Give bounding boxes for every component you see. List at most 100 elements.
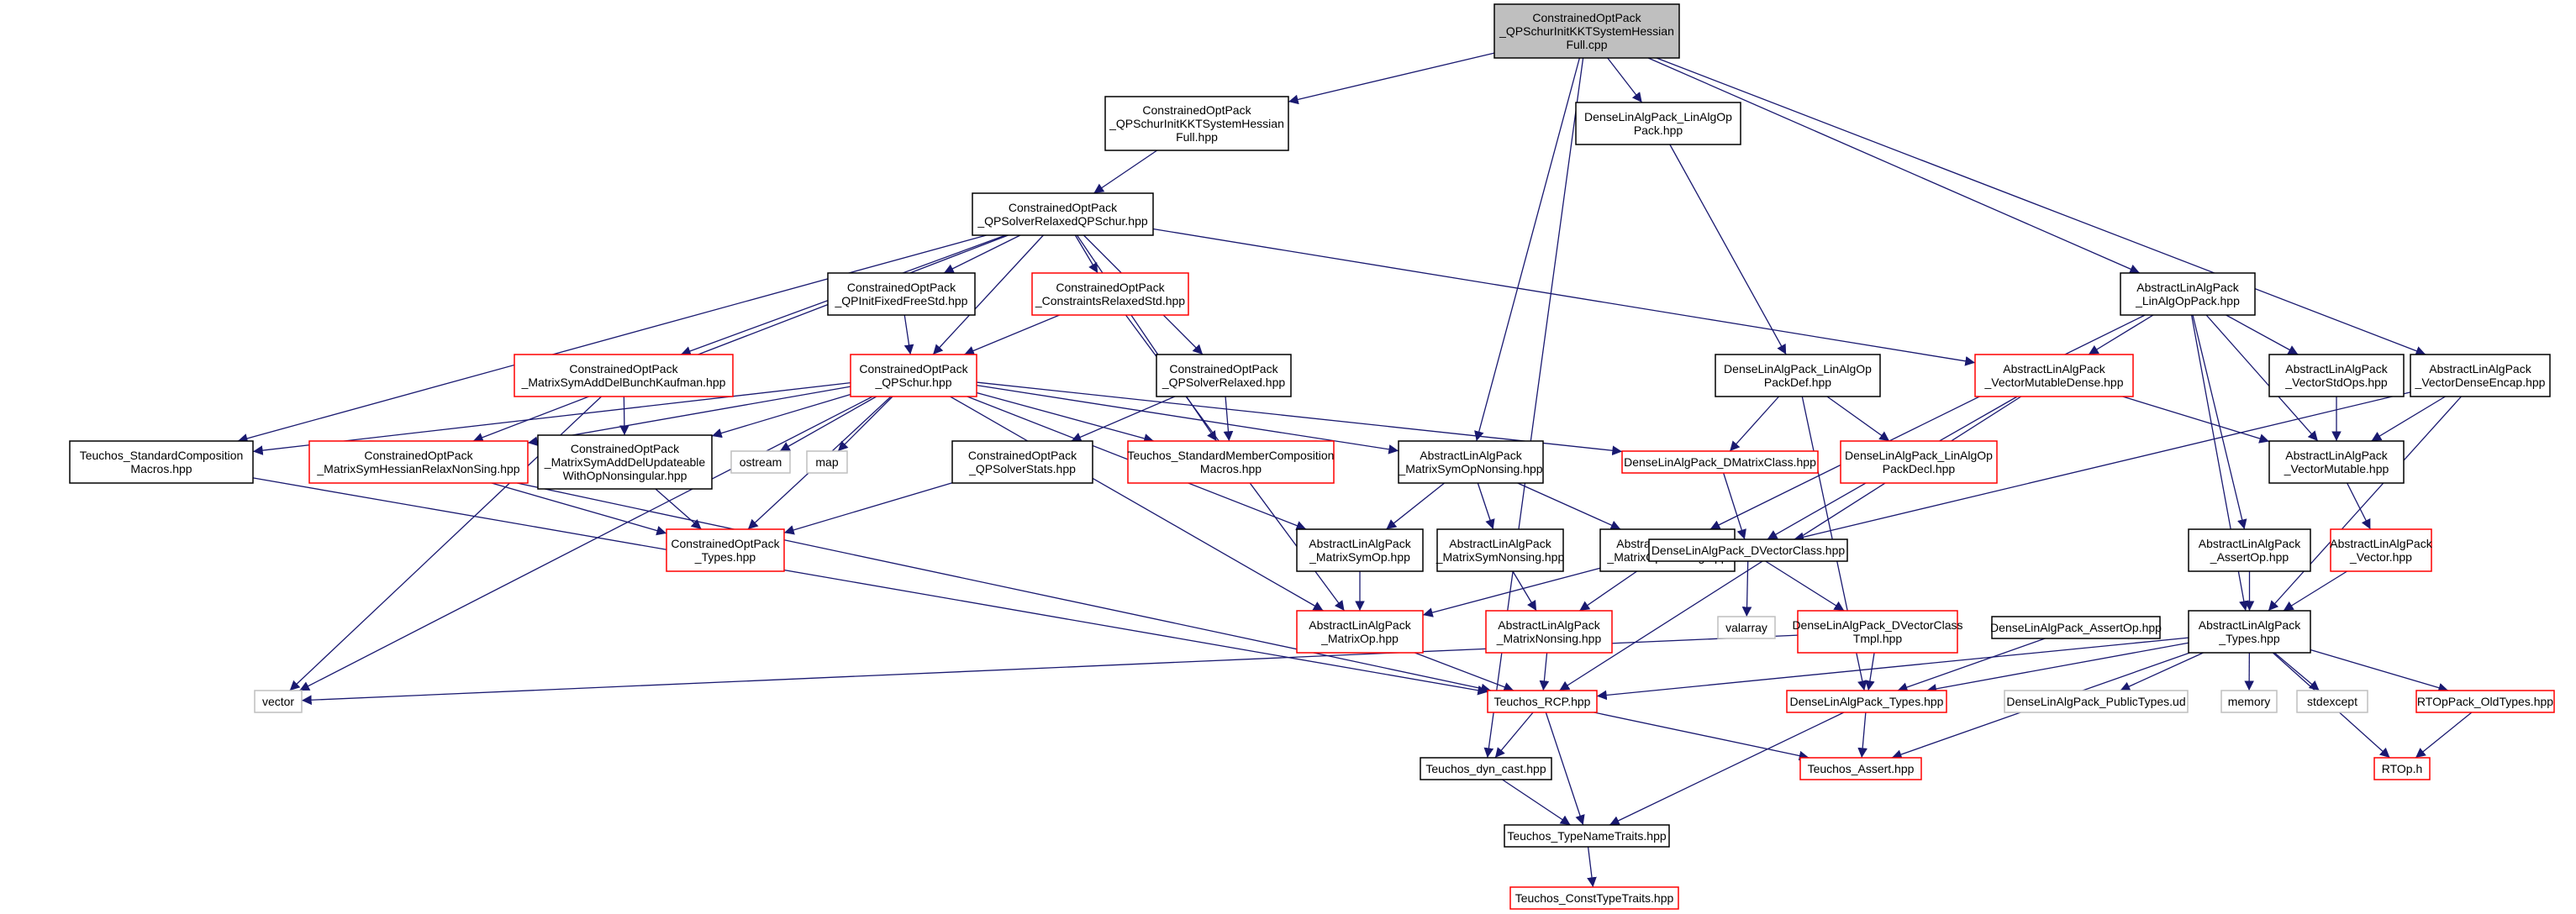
- node-label: memory: [2228, 695, 2271, 708]
- node-box: [1156, 354, 1292, 397]
- edge-n_relaxedqps-to-n_stdcomp: [237, 234, 987, 444]
- graph-node-n_stdmember[interactable]: Teuchos_StandardMemberCompositionMacros.…: [1127, 440, 1335, 484]
- node-label: Full.cpp: [1566, 38, 1607, 51]
- edge-n_qpsolverrelaxed-to-n_stdmember: [1223, 396, 1234, 442]
- graph-node-n_dyncast[interactable]: Teuchos_dyn_cast.hpp: [1420, 757, 1552, 780]
- node-label: ConstrainedOptPack: [364, 449, 473, 462]
- node-box: [806, 450, 848, 474]
- node-label: ConstrainedOptPack: [1009, 201, 1118, 214]
- edge-n_symopnons-to-n_symop: [1386, 482, 1445, 530]
- node-label: AbstractLinAlgPack: [2136, 281, 2239, 294]
- node-label: DenseLinAlgPack_Types.hpp: [1790, 695, 1944, 708]
- edge-n_rcp-to-n_typename: [1545, 712, 1585, 826]
- edge-n_constraints-to-n_qpschur: [964, 314, 1060, 355]
- edge-n_dvectmpl-to-n_dtypes: [1865, 652, 1875, 691]
- edge-n_symopnons-to-n_symnons: [1477, 482, 1495, 530]
- graph-node-n_dvector[interactable]: DenseLinAlgPack_DVectorClass.hpp: [1648, 538, 1848, 562]
- graph-node-n_vecmutdense[interactable]: AbstractLinAlgPack_VectorMutableDense.hp…: [1974, 354, 2134, 397]
- graph-node-n_valarray[interactable]: valarray: [1717, 616, 1776, 639]
- graph-node-n_initfixed[interactable]: ConstrainedOptPack_QPInitFixedFreeStd.hp…: [827, 272, 976, 316]
- edge-n_vecdenseencap-to-n_vecmut: [2371, 396, 2446, 442]
- node-box: [1127, 440, 1335, 484]
- node-label: _Types.hpp: [2218, 632, 2280, 645]
- graph-node-n_oldtypes[interactable]: RTOpPack_OldTypes.hpp: [2415, 690, 2555, 713]
- graph-node-n_relaxedqps[interactable]: ConstrainedOptPack_QPSolverRelaxedQPSchu…: [972, 192, 1154, 236]
- node-label: _ConstraintsRelaxedStd.hpp: [1035, 294, 1185, 307]
- edge-n_dtypes-to-n_typename: [1609, 712, 1845, 826]
- node-label: _MatrixOp.hpp: [1320, 632, 1399, 645]
- node-label: PackDef.hpp: [1764, 376, 1831, 389]
- node-label: AbstractLinAlgPack: [1449, 537, 1551, 550]
- node-label: _QPSolverStats.hpp: [968, 462, 1076, 475]
- node-label: _AssertOp.hpp: [2210, 550, 2289, 564]
- graph-node-n_dtypes[interactable]: DenseLinAlgPack_Types.hpp: [1786, 690, 1947, 713]
- edge-root-to-n_vecdenseencap: [1656, 57, 2426, 356]
- edge-n_oldtypes-to-n_rtop: [2415, 712, 2473, 759]
- graph-node-n_typename[interactable]: Teuchos_TypeNameTraits.hpp: [1504, 824, 1670, 848]
- graph-node-n_stdexcept[interactable]: stdexcept: [2296, 690, 2368, 713]
- edge-n_dvector-to-n_valarray: [1741, 560, 1752, 617]
- node-label: AbstractLinAlgPack: [2003, 362, 2105, 376]
- graph-node-n_matrixnons[interactable]: AbstractLinAlgPack_MatrixNonsing.hpp: [1485, 610, 1613, 654]
- node-box: [1485, 610, 1613, 654]
- graph-node-n_assertop[interactable]: AbstractLinAlgPack_AssertOp.hpp: [2188, 528, 2311, 572]
- graph-node-n_bunch[interactable]: ConstrainedOptPack_MatrixSymAddDelBunchK…: [514, 354, 734, 397]
- graph-node-n_qpsolverrelaxed[interactable]: ConstrainedOptPack_QPSolverRelaxed.hpp: [1156, 354, 1292, 397]
- node-box: [827, 272, 976, 316]
- edge-n_qpschur-to-n_addupd: [711, 393, 851, 439]
- edge-n_abs_types-to-n_dtypes: [1926, 642, 2189, 694]
- graph-node-n_abs_linalgop[interactable]: AbstractLinAlgPack_LinAlgOpPack.hpp: [2120, 272, 2256, 316]
- graph-node-n_hessrelax[interactable]: ConstrainedOptPack_MatrixSymHessianRelax…: [308, 440, 529, 484]
- graph-node-n_addupd[interactable]: ConstrainedOptPack_MatrixSymAddDelUpdate…: [537, 434, 713, 490]
- graph-node-n_rtop[interactable]: RTOp.h: [2373, 757, 2431, 780]
- graph-node-n_symopnons[interactable]: AbstractLinAlgPack_MatrixSymOpNonsing.hp…: [1398, 440, 1544, 484]
- edge-n_rcp-to-n_assert: [1594, 712, 1810, 761]
- node-box: [69, 440, 254, 484]
- graph-node-n_matrixop[interactable]: AbstractLinAlgPack_MatrixOp.hpp: [1296, 610, 1424, 654]
- graph-node-root[interactable]: ConstrainedOptPack_QPSchurInitKKTSystemH…: [1493, 3, 1680, 59]
- graph-node-n_dmatrix[interactable]: DenseLinAlgPack_DMatrixClass.hpp: [1621, 450, 1819, 474]
- graph-node-n_dassertop[interactable]: DenseLinAlgPack_AssertOp.hpp: [1990, 616, 2162, 639]
- node-box: [1493, 3, 1680, 59]
- graph-node-n_rcp[interactable]: Teuchos_RCP.hpp: [1487, 690, 1598, 713]
- graph-node-n_linalgop[interactable]: DenseLinAlgPack_LinAlgOpPack.hpp: [1575, 102, 1741, 145]
- graph-node-n_hess_hpp[interactable]: ConstrainedOptPack_QPSchurInitKKTSystemH…: [1104, 96, 1289, 151]
- graph-node-n_pubtypes[interactable]: DenseLinAlgPack_PublicTypes.ud: [2004, 690, 2189, 713]
- node-label: _QPSchurInitKKTSystemHessian: [1109, 117, 1284, 130]
- graph-node-n_symnons[interactable]: AbstractLinAlgPack_MatrixSymNonsing.hpp: [1436, 528, 1565, 572]
- node-label: RTOpPack_OldTypes.hpp: [2417, 695, 2553, 708]
- node-label: Pack.hpp: [1634, 123, 1683, 137]
- graph-node-n_symop[interactable]: AbstractLinAlgPack_MatrixSymOp.hpp: [1296, 528, 1424, 572]
- graph-node-n_abs_types[interactable]: AbstractLinAlgPack_Types.hpp: [2188, 610, 2311, 654]
- node-label: _QPSolverRelaxed.hpp: [1162, 376, 1286, 389]
- edge-root-to-n_hess_hpp: [1288, 52, 1495, 105]
- graph-node-n_stats[interactable]: ConstrainedOptPack_QPSolverStats.hpp: [951, 440, 1093, 484]
- graph-node-n_assert[interactable]: Teuchos_Assert.hpp: [1799, 757, 1922, 780]
- graph-node-n_map[interactable]: map: [806, 450, 848, 474]
- node-box: [1648, 538, 1848, 562]
- graph-node-n_vecstdops[interactable]: AbstractLinAlgPack_VectorStdOps.hpp: [2268, 354, 2405, 397]
- graph-node-n_consttype[interactable]: Teuchos_ConstTypeTraits.hpp: [1509, 886, 1679, 910]
- graph-node-n_vec[interactable]: vector: [254, 690, 303, 713]
- edge-n_vecmutdense-to-n_vecmut: [2122, 396, 2270, 444]
- edge-n_dmatrix-to-n_dvector: [1723, 472, 1746, 540]
- node-label: AbstractLinAlgPack: [2285, 362, 2388, 376]
- edge-n_addupd-to-n_cop_types: [655, 488, 702, 530]
- graph-node-n_constraints[interactable]: ConstrainedOptPack_ConstraintsRelaxedStd…: [1031, 272, 1189, 316]
- node-label: _MatrixSymOp.hpp: [1309, 550, 1410, 564]
- graph-node-n_vecdenseencap[interactable]: AbstractLinAlgPack_VectorDenseEncap.hpp: [2410, 354, 2551, 397]
- graph-node-n_qpschur[interactable]: ConstrainedOptPack_QPSchur.hpp: [850, 354, 977, 397]
- node-label: _VectorDenseEncap.hpp: [2415, 376, 2546, 389]
- graph-node-n_ostream[interactable]: ostream: [730, 450, 791, 474]
- node-label: ConstrainedOptPack: [1169, 362, 1278, 376]
- graph-node-n_vecmut[interactable]: AbstractLinAlgPack_VectorMutable.hpp: [2268, 440, 2405, 484]
- node-label: ConstrainedOptPack: [569, 362, 678, 376]
- graph-node-n_memory[interactable]: memory: [2220, 690, 2278, 713]
- node-label: vector: [262, 695, 294, 708]
- graph-node-n_cop_types[interactable]: ConstrainedOptPack_Types.hpp: [666, 528, 785, 572]
- graph-node-n_vector[interactable]: AbstractLinAlgPack_Vector.hpp: [2330, 528, 2433, 572]
